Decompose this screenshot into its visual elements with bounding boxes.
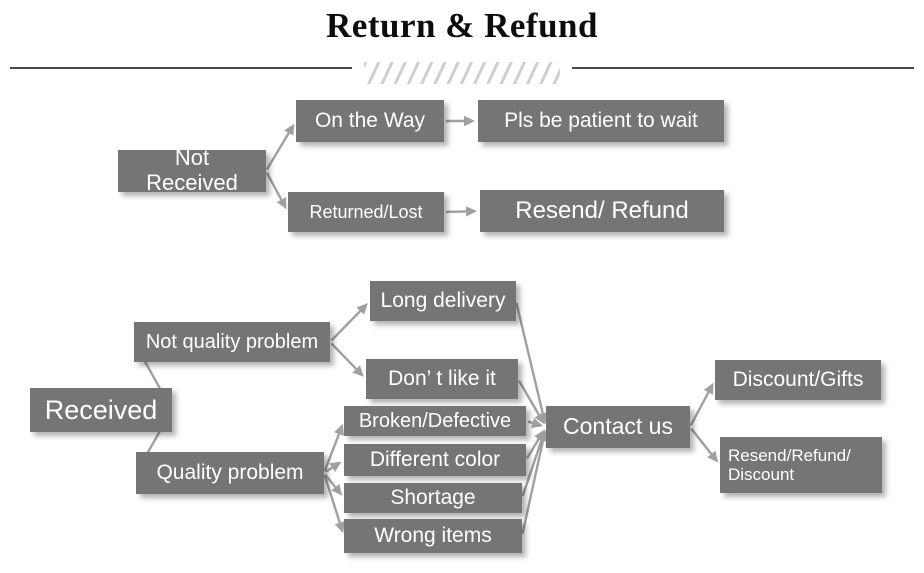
node-label: Pls be patient to wait: [504, 109, 698, 133]
header-divider: [10, 62, 914, 84]
connector-not-quality-to-dont-like-it: [330, 342, 358, 370]
node-label: Not quality problem: [145, 330, 319, 353]
node-not-received: Not Received: [118, 145, 266, 195]
arrowhead-icon: [536, 429, 547, 442]
arrowhead-icon: [534, 429, 545, 442]
connector-broken-defective-to-contact-us: [527, 420, 533, 425]
connector-different-color-to-contact-us: [526, 438, 540, 459]
node-label: Different color: [369, 448, 501, 472]
connector-quality-to-broken-defective: [323, 433, 341, 472]
node-contact-us: Contact us: [546, 406, 690, 448]
node-received: Received: [30, 388, 172, 432]
arrowhead-icon: [276, 197, 287, 210]
node-label: Discount/Gifts: [732, 368, 864, 392]
node-label: Received: [44, 394, 158, 425]
arrowhead-icon: [284, 123, 295, 136]
node-label: Broken/Defective: [358, 409, 512, 432]
node-label: Don’ t like it: [388, 367, 496, 391]
connector-not-quality-to-long-delivery: [330, 310, 362, 342]
node-quality: Quality problem: [136, 452, 324, 494]
node-resend-refund: Resend/ Refund: [480, 190, 724, 232]
node-broken-defective: Broken/Defective: [344, 406, 526, 436]
node-label: Shortage: [390, 486, 476, 510]
diagonal-hatch-divider-icon: [364, 62, 560, 84]
node-pls-be-patient: Pls be patient to wait: [478, 100, 724, 142]
node-label: Wrong items: [374, 524, 492, 548]
connector-quality-to-shortage: [324, 473, 337, 488]
node-shortage: Shortage: [344, 483, 522, 513]
node-long-delivery: Long delivery: [370, 281, 516, 321]
node-label: Returned/Lost: [309, 201, 423, 222]
node-label: Not Received: [146, 145, 238, 195]
node-wrong-items: Wrong items: [344, 519, 522, 553]
arrowhead-icon: [707, 450, 719, 463]
arrowhead-icon: [356, 303, 368, 315]
page-title: Return & Refund: [326, 6, 598, 45]
arrowhead-icon: [352, 365, 364, 377]
arrowhead-icon: [703, 382, 714, 395]
node-label: Contact us: [563, 413, 673, 440]
node-label: On the Way: [314, 109, 426, 133]
connector-contact-us-to-discount-gifts: [689, 391, 710, 426]
node-label: Resend/Refund/ Discount: [728, 445, 851, 484]
node-different-color: Different color: [344, 444, 526, 476]
arrowhead-icon: [334, 423, 344, 436]
node-on-the-way: On the Way: [296, 100, 444, 142]
connector-returned-lost-to-resend-refund: [445, 210, 467, 214]
divider-rule-left: [10, 67, 352, 69]
arrowhead-icon: [534, 412, 545, 425]
arrowhead-icon: [464, 115, 475, 127]
arrowhead-icon: [329, 461, 342, 472]
connector-long-delivery-to-contact-us: [515, 302, 544, 414]
arrowhead-icon: [331, 483, 343, 496]
connector-not-received-to-on-the-way: [266, 132, 290, 170]
node-label: Quality problem: [156, 461, 304, 485]
connector-not-received-to-returned-lost: [265, 172, 283, 201]
connector-quality-to-different-color: [325, 466, 333, 473]
divider-rule-right: [572, 67, 914, 69]
node-not-quality: Not quality problem: [134, 322, 330, 362]
connector-contact-us-to-resend-refund-discount: [690, 427, 713, 455]
node-label: Long delivery: [380, 289, 506, 313]
connector-quality-to-wrong-items: [323, 474, 341, 524]
node-discount-gifts: Discount/Gifts: [715, 360, 881, 400]
arrowhead-icon: [465, 206, 478, 217]
node-dont-like-it: Don’ t like it: [366, 359, 518, 399]
node-label: Resend/ Refund: [515, 196, 689, 224]
arrowhead-icon: [531, 417, 544, 428]
node-resend-refund-discount: Resend/Refund/ Discount: [720, 437, 882, 493]
node-returned-lost: Returned/Lost: [288, 192, 444, 232]
